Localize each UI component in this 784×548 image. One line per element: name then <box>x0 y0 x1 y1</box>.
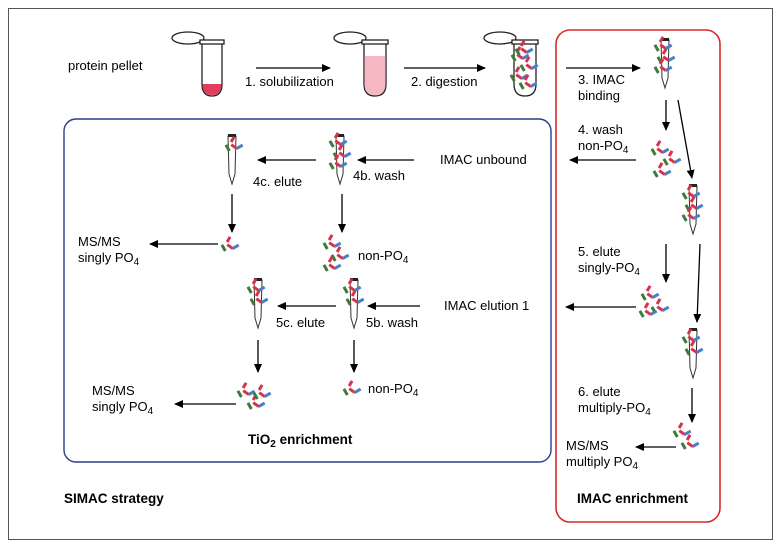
label-msms-singly-2: MS/MS singly PO4 <box>92 383 154 417</box>
label-elute-singly: 5. elute singly-PO4 <box>578 244 640 278</box>
tio2-column-5c <box>246 277 269 329</box>
tio2-column-4c <box>224 133 244 185</box>
tio2-column-4b <box>328 132 352 185</box>
tio2-singly-peptides-2 <box>236 382 272 410</box>
imac-unbound-peptides <box>650 140 682 178</box>
tube-protein-pellet <box>171 31 225 97</box>
imac-column-3 <box>681 327 704 379</box>
label-imac-unbound: IMAC unbound <box>440 152 527 167</box>
label-5c-elute: 5c. elute <box>276 315 326 330</box>
title-imac-enrichment: IMAC enrichment <box>577 491 689 506</box>
label-4b-wash: 4b. wash <box>353 168 406 183</box>
imac-enrichment-box <box>555 29 721 523</box>
label-5b-wash: 5b. wash <box>366 315 419 330</box>
figure-frame <box>8 8 773 540</box>
tio2-enrichment-box <box>63 118 552 463</box>
imac-multi-peptides <box>672 422 700 450</box>
imac-singly-peptides <box>638 285 670 318</box>
imac-column-1 <box>653 36 676 89</box>
tio2-column-5b <box>342 277 365 329</box>
label-nonpo-1: non-PO4 <box>358 248 409 266</box>
label-nonpo-2: non-PO4 <box>368 381 419 399</box>
label-wash-nonpo: 4. wash non-PO4 <box>578 122 629 156</box>
tube-solubilized <box>333 31 389 97</box>
imac-column-2 <box>681 183 704 235</box>
tio2-nonpo-peptides-1 <box>322 234 350 272</box>
title-simac-strategy: SIMAC strategy <box>64 491 164 506</box>
title-tio2-enrichment: TiO2 enrichment <box>248 432 353 450</box>
label-protein-pellet: protein pellet <box>68 58 143 73</box>
label-msms-singly-1: MS/MS singly PO4 <box>78 234 140 268</box>
label-elute-multiply: 6. elute multiply-PO4 <box>578 384 651 418</box>
label-msms-multiply: MS/MS multiply PO4 <box>566 438 639 472</box>
label-digestion: 2. digestion <box>411 74 478 89</box>
tio2-nonpo-peptides-2 <box>342 380 362 396</box>
label-solubilization: 1. solubilization <box>245 74 334 89</box>
tio2-singly-peptides-1 <box>220 236 240 252</box>
label-4c-elute: 4c. elute <box>253 174 303 189</box>
tube-digested <box>483 31 539 97</box>
label-imac-elution-1: IMAC elution 1 <box>444 298 530 313</box>
